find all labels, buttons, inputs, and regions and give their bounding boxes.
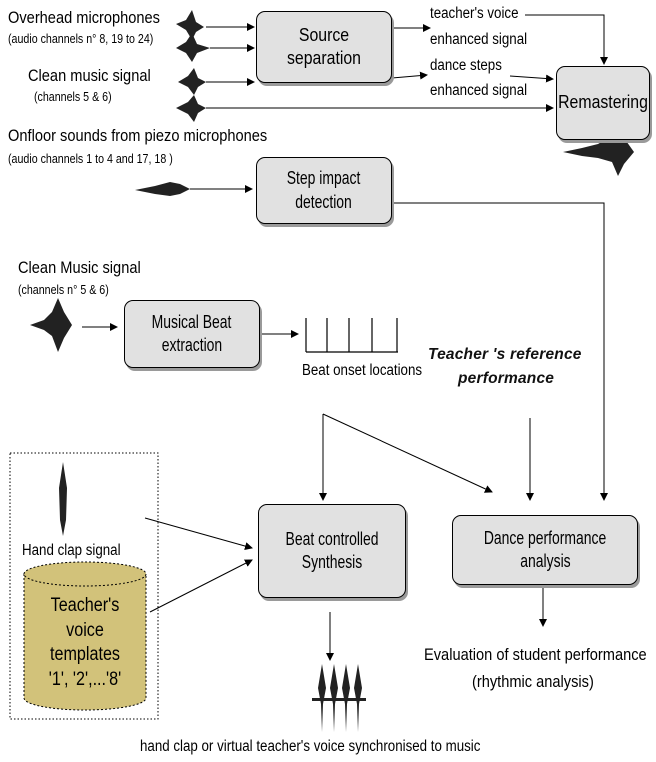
dance-analysis-box: Dance performance analysis — [452, 515, 638, 585]
dance-steps-signal-label: dance steps — [430, 57, 502, 74]
musical-beat-label: Musical Beat — [152, 311, 232, 332]
remastering-box: Remastering — [556, 66, 650, 140]
waveform-icon — [176, 33, 210, 62]
dance-analysis-label: Dance performance — [483, 527, 607, 548]
step-impact-label-2: detection — [295, 191, 353, 212]
voice-templates-line2: templates — [49, 644, 121, 666]
beat-onset-label: Beat onset locations — [302, 362, 423, 379]
waveform-icon — [176, 10, 204, 40]
hand-clap-waveform-icon — [59, 462, 67, 536]
synchronised-waveform-icon — [312, 664, 366, 732]
teacher-voice-templates-cylinder — [23, 561, 147, 711]
source-separation-label: Source separation — [287, 24, 361, 68]
templates-frame — [9, 452, 159, 720]
connectors — [82, 14, 608, 661]
clean-music-channels: (channels 5 & 6) — [34, 89, 112, 104]
reference-performance-label-2: performance — [458, 370, 555, 387]
waveform-icon — [30, 298, 72, 352]
source-separation-box: Source separation — [256, 11, 392, 83]
clean-music-label: Clean music signal — [28, 66, 151, 85]
beat-synthesis-label-2: Synthesis — [301, 552, 363, 572]
waveform-icon — [135, 182, 190, 196]
dance-steps-signal-label-2: enhanced signal — [430, 82, 528, 99]
hand-clap-label: Hand clap signal — [22, 542, 121, 559]
teacher-voice-signal-label: teacher's voice — [430, 5, 519, 22]
beat-onset-plot — [305, 318, 398, 353]
voice-templates-line3: '1', '2',...'8' — [48, 669, 122, 691]
synchronised-output-label: hand clap or virtual teacher's voice syn… — [140, 738, 481, 755]
dance-analysis-label-2: analysis — [519, 551, 571, 571]
step-impact-label: Step impact — [287, 168, 361, 189]
remastering-label: Remastering — [558, 92, 648, 113]
musical-beat-box: Musical Beat extraction — [124, 300, 260, 368]
beat-synthesis-label: Beat controlled — [285, 528, 379, 549]
teacher-voice-signal-label-2: enhanced signal — [430, 31, 528, 48]
evaluation-label: Evaluation of student performance — [424, 645, 647, 664]
musical-beat-label-2: extraction — [161, 335, 223, 355]
reference-performance-label: Teacher 's reference — [428, 346, 582, 363]
clean-music2-channels: (channels n° 5 & 6) — [18, 282, 109, 297]
clean-music2-label: Clean Music signal — [18, 258, 141, 277]
onfloor-channels: (audio channels 1 to 4 and 17, 18 ) — [8, 151, 173, 166]
onfloor-label: Onfloor sounds from piezo microphones — [8, 126, 268, 145]
waveform-icon — [176, 95, 206, 122]
voice-templates-text: Teacher's voice templates '1', '2',...'8… — [24, 594, 146, 693]
voice-templates-line1: Teacher's voice — [50, 595, 120, 641]
waveform-icon — [178, 68, 206, 95]
overhead-mics-channels: (audio channels n° 8, 19 to 24) — [8, 31, 154, 46]
evaluation-label-2: (rhythmic analysis) — [472, 672, 594, 691]
overhead-mics-label: Overhead microphones — [8, 8, 160, 27]
